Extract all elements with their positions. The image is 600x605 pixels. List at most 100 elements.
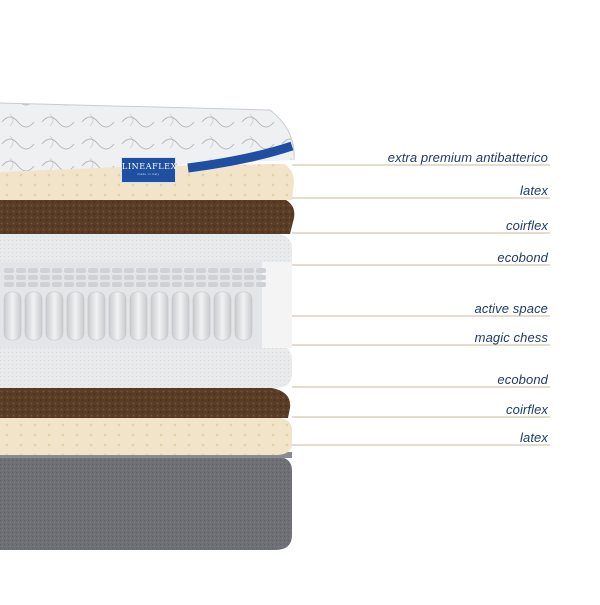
spring-top-cap xyxy=(112,275,122,280)
pocket-spring xyxy=(45,291,64,341)
pocket-spring xyxy=(108,291,127,341)
pocket-spring xyxy=(171,291,190,341)
spring-top-cap xyxy=(184,268,194,273)
spring-top-cap xyxy=(124,268,134,273)
spring-top-cap xyxy=(148,275,158,280)
spring-top-cap xyxy=(220,275,230,280)
layer-label-active-space: active space xyxy=(474,301,548,316)
spring-top-cap xyxy=(256,268,266,273)
layer-label-latex-bottom: latex xyxy=(520,430,548,445)
spring-top-cap xyxy=(76,282,86,287)
latex-bottom-layer xyxy=(0,418,292,455)
spring-top-cap xyxy=(4,275,14,280)
spring-top-cap xyxy=(244,282,254,287)
spring-top-cap xyxy=(160,275,170,280)
spring-top-cap xyxy=(136,282,146,287)
pocket-spring xyxy=(66,291,85,341)
spring-top-cap xyxy=(196,282,206,287)
pocket-spring xyxy=(213,291,232,341)
spring-unit-layer xyxy=(0,262,292,348)
spring-top-cap xyxy=(88,275,98,280)
spring-top-cap xyxy=(208,282,218,287)
spring-top-cap xyxy=(16,275,26,280)
spring-top-cap xyxy=(124,282,134,287)
spring-top-cap xyxy=(232,268,242,273)
ecobond-bottom-layer xyxy=(0,346,292,388)
spring-top-cap xyxy=(40,282,50,287)
spring-top-cap xyxy=(112,282,122,287)
pocket-spring xyxy=(3,291,22,341)
spring-top-cap xyxy=(52,275,62,280)
brand-label-tag: LINEAFLEX made in italy xyxy=(121,157,176,183)
brand-subtitle: made in italy xyxy=(137,172,160,176)
spring-top-cap xyxy=(64,282,74,287)
spring-top-cap xyxy=(148,268,158,273)
layer-label-extra-premium: extra premium antibatterico xyxy=(387,150,548,165)
spring-top-cap xyxy=(16,268,26,273)
spring-top-cap xyxy=(16,282,26,287)
spring-top-cap xyxy=(88,282,98,287)
spring-top-cap xyxy=(64,275,74,280)
spring-top-cap xyxy=(136,275,146,280)
spring-top-cap xyxy=(232,282,242,287)
spring-top-cap xyxy=(112,268,122,273)
spring-top-cap xyxy=(208,275,218,280)
spring-top-cap xyxy=(184,282,194,287)
brand-name: LINEAFLEX xyxy=(122,162,177,171)
pocket-spring xyxy=(192,291,211,341)
spring-top-cap xyxy=(136,268,146,273)
spring-top-cap xyxy=(64,268,74,273)
pocket-spring xyxy=(234,291,253,341)
spring-top-cap xyxy=(220,268,230,273)
layer-label-ecobond-top: ecobond xyxy=(497,250,548,265)
spring-top-cap xyxy=(76,268,86,273)
spring-top-cap xyxy=(100,268,110,273)
spring-top-cap xyxy=(172,275,182,280)
layer-label-ecobond-bottom: ecobond xyxy=(497,372,548,387)
layer-label-magic-chess: magic chess xyxy=(474,330,548,345)
spring-top-cap xyxy=(100,275,110,280)
spring-top-cap xyxy=(100,282,110,287)
spring-top-cap xyxy=(244,268,254,273)
pocket-spring xyxy=(150,291,169,341)
spring-top-cap xyxy=(28,268,38,273)
spring-top-cap xyxy=(124,275,134,280)
spring-top-cap xyxy=(172,282,182,287)
spring-top-cap xyxy=(220,282,230,287)
spring-top-cap xyxy=(208,268,218,273)
ecobond-top-layer xyxy=(0,234,292,262)
layer-label-coirflex-bottom: coirflex xyxy=(506,402,548,417)
spring-top-cap xyxy=(256,275,266,280)
layer-label-coirflex-top: coirflex xyxy=(506,218,548,233)
spring-top-cap xyxy=(172,268,182,273)
spring-top-cap xyxy=(232,275,242,280)
spring-top-cap xyxy=(4,268,14,273)
pocket-springs xyxy=(3,268,266,341)
spring-top-cap xyxy=(4,282,14,287)
pocket-spring xyxy=(24,291,43,341)
base-layer xyxy=(0,452,292,550)
spring-top-cap xyxy=(76,275,86,280)
spring-top-cap xyxy=(160,268,170,273)
spring-top-cap xyxy=(28,282,38,287)
leader-lines xyxy=(292,164,550,446)
spring-top-cap xyxy=(88,268,98,273)
spring-top-cap xyxy=(244,275,254,280)
spring-top-cap xyxy=(52,268,62,273)
spring-top-cap xyxy=(148,282,158,287)
spring-top-cap xyxy=(184,275,194,280)
spring-top-cap xyxy=(256,282,266,287)
coir-bottom-layer xyxy=(0,386,291,418)
spring-top-cap xyxy=(40,275,50,280)
layer-label-latex-top: latex xyxy=(520,183,548,198)
spring-top-cap xyxy=(52,282,62,287)
pocket-spring xyxy=(129,291,148,341)
spring-top-cap xyxy=(28,275,38,280)
quilted-top-layer xyxy=(0,102,295,173)
spring-top-cap xyxy=(196,268,206,273)
coir-top-layer xyxy=(0,200,295,234)
spring-top-cap xyxy=(196,275,206,280)
spring-top-cap xyxy=(160,282,170,287)
